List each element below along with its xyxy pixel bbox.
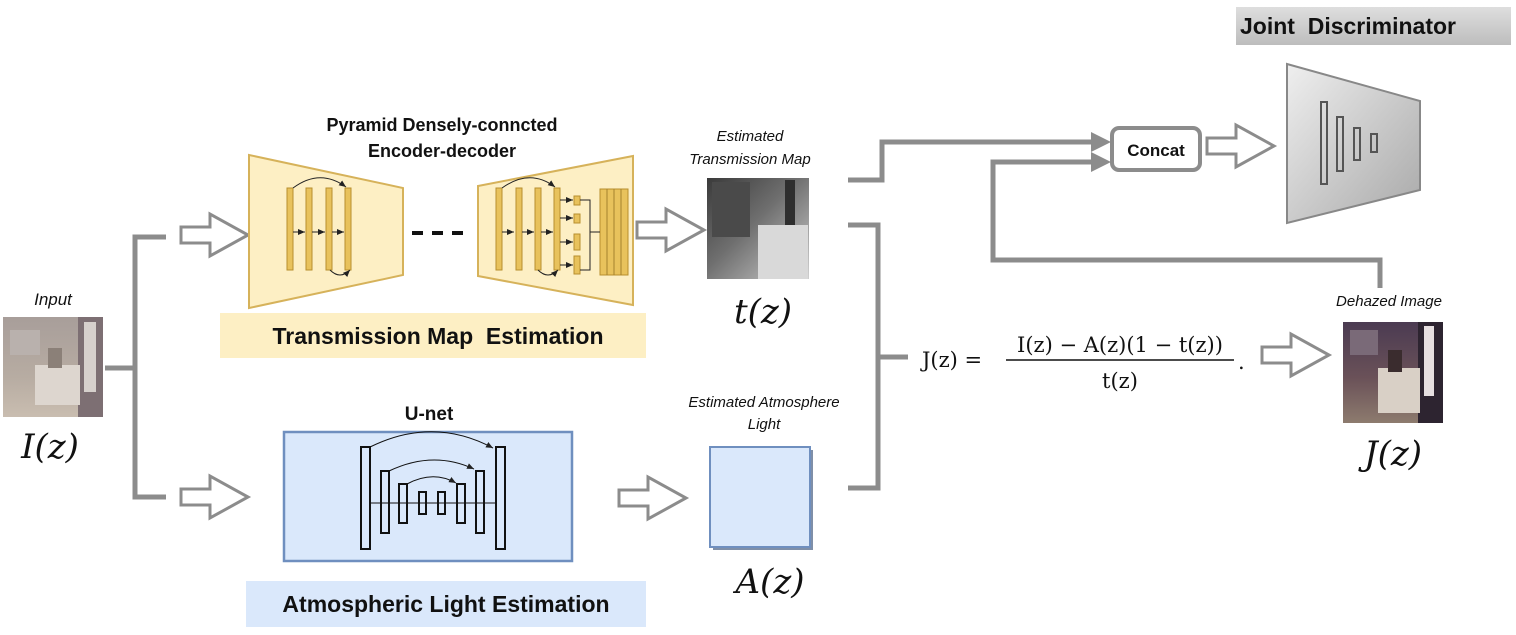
transmission-module-label-bg [220,313,646,358]
input-split-connector [105,234,166,500]
atmosphere-output-symbol: A(z) [733,562,805,602]
discriminator-title: Joint Discriminator [1240,13,1456,39]
input-caption: Input [34,290,73,309]
transmission-output-caption-line1: Estimated [717,128,784,145]
atmosphere-output-caption-line1: Estimated Atmosphere [688,394,839,411]
arrow-to-unet [179,473,252,521]
arrow-into-concat-bottom [1091,152,1111,172]
discriminator-connectors [848,139,1383,288]
transmission-map-image [707,178,809,279]
transmission-network-title-line2: Encoder-decoder [368,141,516,161]
transmission-output-caption-line2: Transmission Map [689,151,810,168]
transmission-network-title-line1: Pyramid Densely-conncted [326,115,557,135]
atmosphere-module-label: Atmospheric Light Estimation [282,591,609,617]
dehazing-formula: J(z) = I(z) − A(z)(1 − t(z)) t(z) . [920,333,1245,393]
atmosphere-output-caption-line2: Light [748,416,781,433]
input-hazy-image [3,317,103,417]
formula-denominator: t(z) [1102,369,1138,393]
output-caption: Dehazed Image [1336,293,1442,310]
unet-block [282,430,574,563]
dehazed-image [1343,322,1443,423]
concat-label: Concat [1127,141,1185,160]
concat-block: Concat [1110,126,1202,172]
arrow-to-transmission-net [179,211,252,259]
unet-title: U-net [405,404,454,425]
arrow-into-concat-top [1091,132,1111,152]
arrow-to-discriminator [1205,122,1278,170]
transmission-output-symbol: t(z) [734,292,792,332]
arrow-to-atmosphere-light [617,474,690,522]
pyramid-encoder [248,153,404,310]
discriminator-header-bg [1236,7,1511,45]
transmission-module-label: Transmission Map Estimation [272,323,603,349]
arrow-to-transmission-map [635,206,708,254]
pyramid-decoder [477,154,634,307]
input-symbol: I(z) [20,427,79,467]
atmosphere-light-square [709,446,813,550]
atmosphere-module-label-bg [246,581,646,627]
merge-connector [848,222,908,491]
formula-numerator: I(z) − A(z)(1 − t(z)) [1017,333,1223,357]
discriminator-network [1286,62,1421,225]
arrow-to-dehazed-image [1260,331,1333,379]
formula-lhs: J(z) = [920,348,982,372]
formula-trailing: . [1238,350,1245,374]
output-symbol: J(z) [1358,434,1422,474]
